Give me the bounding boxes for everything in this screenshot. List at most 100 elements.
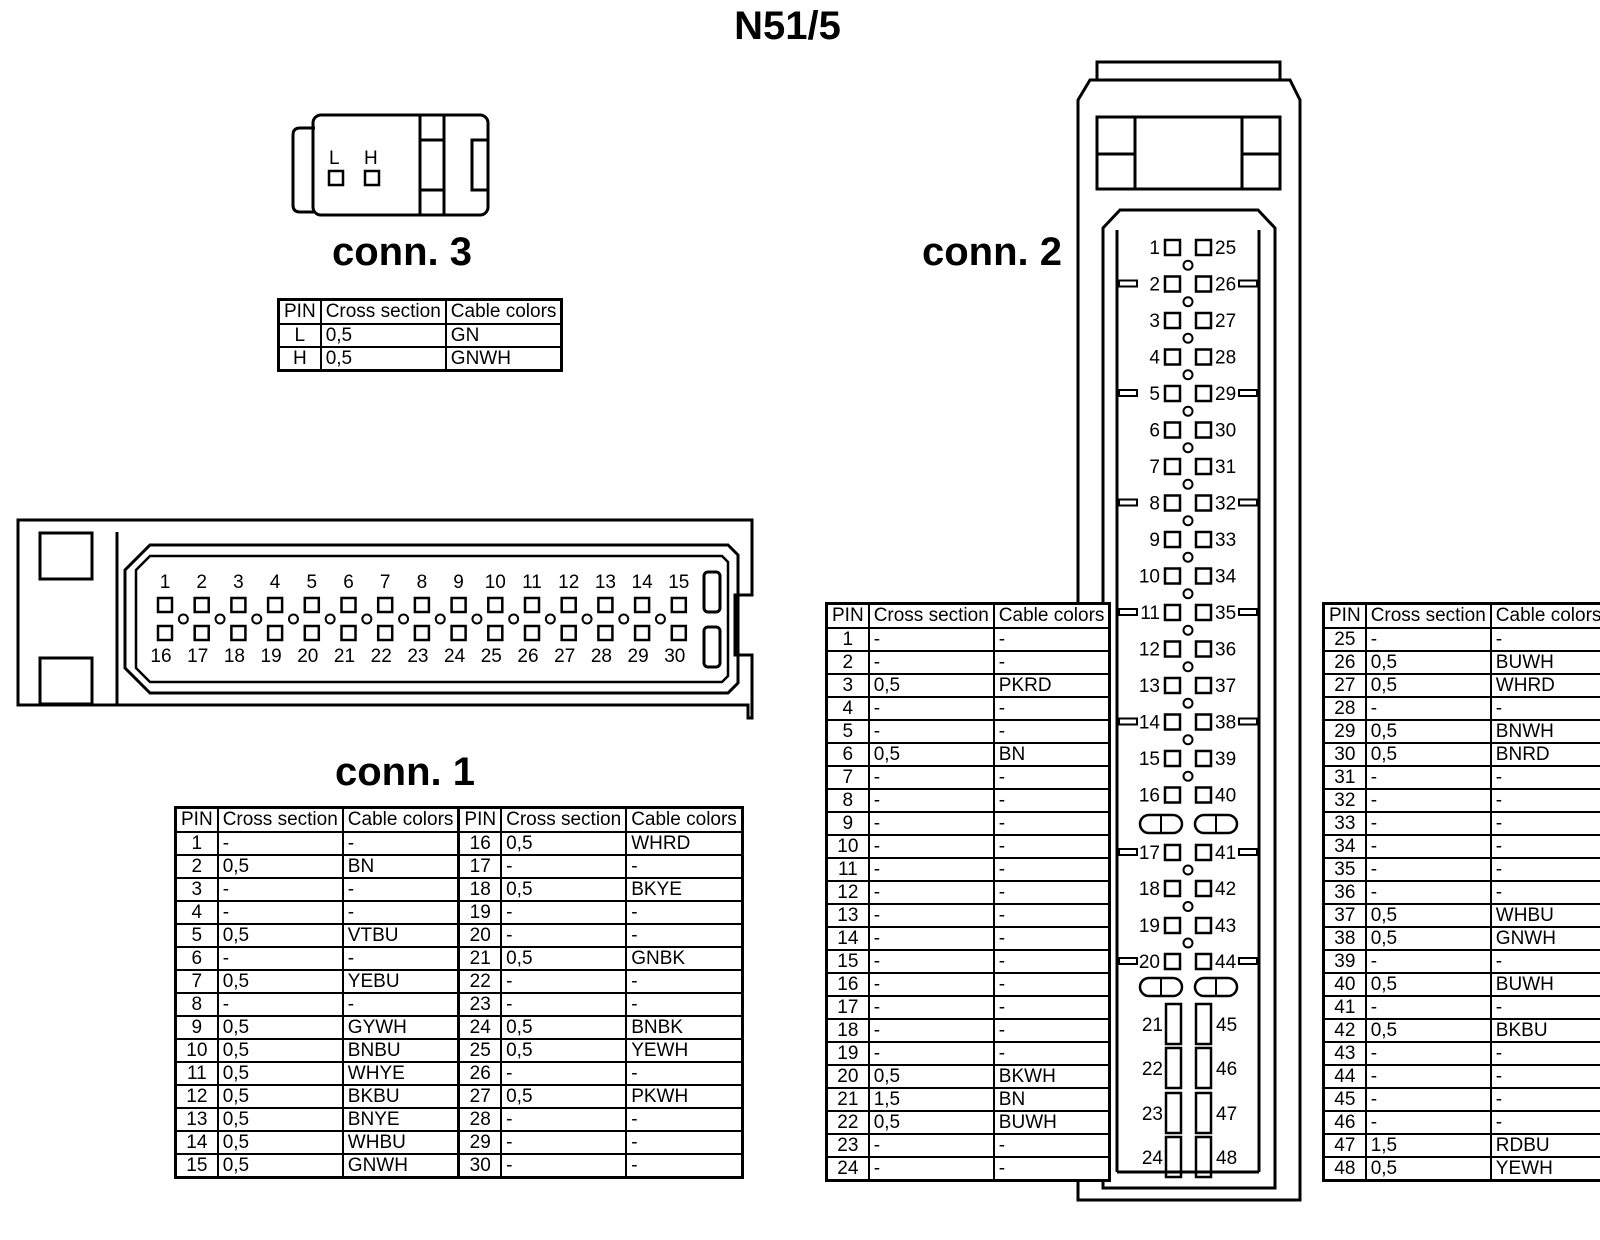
conn2-pin-socket — [1163, 749, 1182, 768]
conn1-pin-number: 24 — [444, 646, 466, 667]
conn2-label: conn. 2 — [922, 230, 1063, 274]
table-row: 25-- — [1322, 627, 1600, 652]
cross-cell: 0,5 — [1364, 1156, 1492, 1182]
conn1-pin-number: 21 — [334, 646, 355, 667]
conn2-pin-number: 1 — [1149, 238, 1160, 259]
color-cell: - — [625, 1061, 744, 1086]
cross-cell: 0,5 — [216, 854, 344, 879]
conn1-coding-dot — [508, 613, 520, 625]
table-row: 2-- — [825, 650, 1111, 675]
conn1-pin-socket — [193, 596, 210, 614]
cross-cell: - — [500, 1061, 628, 1086]
cross-cell: - — [867, 811, 995, 836]
conn2-power-socket — [1194, 1091, 1213, 1135]
conn2-pin-socket — [1194, 843, 1213, 862]
conn1-pin-socket — [487, 624, 504, 642]
cross-cell: - — [216, 946, 344, 971]
cross-cell: - — [500, 900, 628, 925]
cross-cell: 0,5 — [319, 346, 447, 372]
cross-cell: - — [216, 877, 344, 902]
cross-cell: 0,5 — [216, 1107, 344, 1132]
table-row: L 0,5 GN — [277, 323, 563, 348]
cross-cell: - — [867, 1018, 995, 1043]
color-cell: - — [1489, 1041, 1600, 1066]
pin-cell: 16 — [825, 972, 870, 997]
conn2-pin-number: 46 — [1216, 1059, 1237, 1080]
conn1-pin-number: 29 — [628, 646, 649, 667]
conn1-pin-number: 16 — [150, 646, 171, 667]
cross-cell: 0,5 — [216, 1153, 344, 1179]
cross-cell: - — [1364, 995, 1492, 1020]
pin-cell: 24 — [457, 1015, 503, 1040]
conn1-coding-dot — [214, 613, 226, 625]
conn2-coding-dot — [1182, 588, 1194, 600]
conn2-coding-dot — [1182, 661, 1194, 673]
conn1-pin-socket — [450, 596, 467, 614]
col-pin-header: PIN — [825, 602, 870, 629]
cross-cell: 0,5 — [1364, 650, 1492, 675]
color-cell: - — [625, 900, 744, 925]
cross-cell: - — [216, 900, 344, 925]
color-cell: - — [1489, 811, 1600, 836]
conn2-pin-socket — [1194, 567, 1213, 585]
color-cell: - — [1489, 857, 1600, 882]
conn2-pin-number: 44 — [1215, 952, 1237, 973]
cross-cell: 0,5 — [867, 673, 995, 698]
conn3-pin-label-h: H — [364, 148, 378, 169]
conn2-pin-socket — [1194, 275, 1213, 293]
pin-cell: 12 — [174, 1084, 219, 1109]
cross-cell: 0,5 — [500, 877, 628, 902]
conn2-pin-number: 45 — [1216, 1015, 1237, 1036]
color-cell: - — [625, 969, 744, 994]
col-cross-header: Cross section — [867, 602, 995, 629]
pin-cell: 19 — [825, 1041, 870, 1066]
table-row: 8-- — [825, 788, 1111, 813]
conn2-coding-dot — [1182, 259, 1194, 271]
conn2-coding-dot — [1182, 734, 1194, 746]
conn2-side-mark — [1238, 498, 1258, 507]
pin-cell: 48 — [1322, 1156, 1367, 1182]
page-title: N51/5 — [734, 4, 841, 48]
color-cell: - — [1489, 696, 1600, 721]
conn2-housing — [1076, 60, 1302, 1202]
pin-cell: 22 — [457, 969, 503, 994]
table-row: 36-- — [1322, 880, 1600, 905]
color-cell: BKWH — [992, 1064, 1111, 1089]
conn1-pin-number: 9 — [453, 572, 464, 593]
conn1-pin-socket — [560, 596, 577, 614]
table-row: 4-- — [825, 696, 1111, 721]
conn1-pin-socket — [413, 624, 431, 642]
conn1-pin-number: 23 — [407, 646, 428, 667]
conn3-pin-label-l: L — [329, 148, 340, 169]
cross-cell: - — [867, 857, 995, 882]
pin-cell: 1 — [174, 831, 219, 856]
conn2-pin-socket — [1163, 640, 1182, 658]
pin-cell: 30 — [457, 1153, 503, 1179]
color-cell: - — [992, 857, 1111, 882]
conn2-pin-socket — [1194, 952, 1213, 971]
conn2-pin-number: 13 — [1139, 676, 1160, 697]
cross-cell: 0,5 — [1364, 972, 1492, 997]
conn1-coding-dot — [287, 613, 299, 625]
cross-cell: 0,5 — [867, 742, 995, 767]
pin-cell: 25 — [1322, 627, 1367, 652]
conn2-pin-number: 48 — [1216, 1148, 1237, 1169]
pin-cell: 40 — [1322, 972, 1367, 997]
color-cell: - — [992, 1041, 1111, 1066]
conn2-pin-number: 6 — [1149, 421, 1160, 442]
color-cell: - — [992, 650, 1111, 675]
conn2-pin-number: 3 — [1149, 311, 1160, 332]
color-cell: BNRD — [1489, 742, 1600, 767]
color-cell: - — [341, 900, 460, 925]
color-cell: GNBK — [625, 946, 744, 971]
table-row: 15-- — [825, 949, 1111, 974]
conn1-pin-socket — [156, 624, 174, 642]
pin-cell: 7 — [825, 765, 870, 790]
conn2-coding-dot — [1182, 551, 1194, 563]
